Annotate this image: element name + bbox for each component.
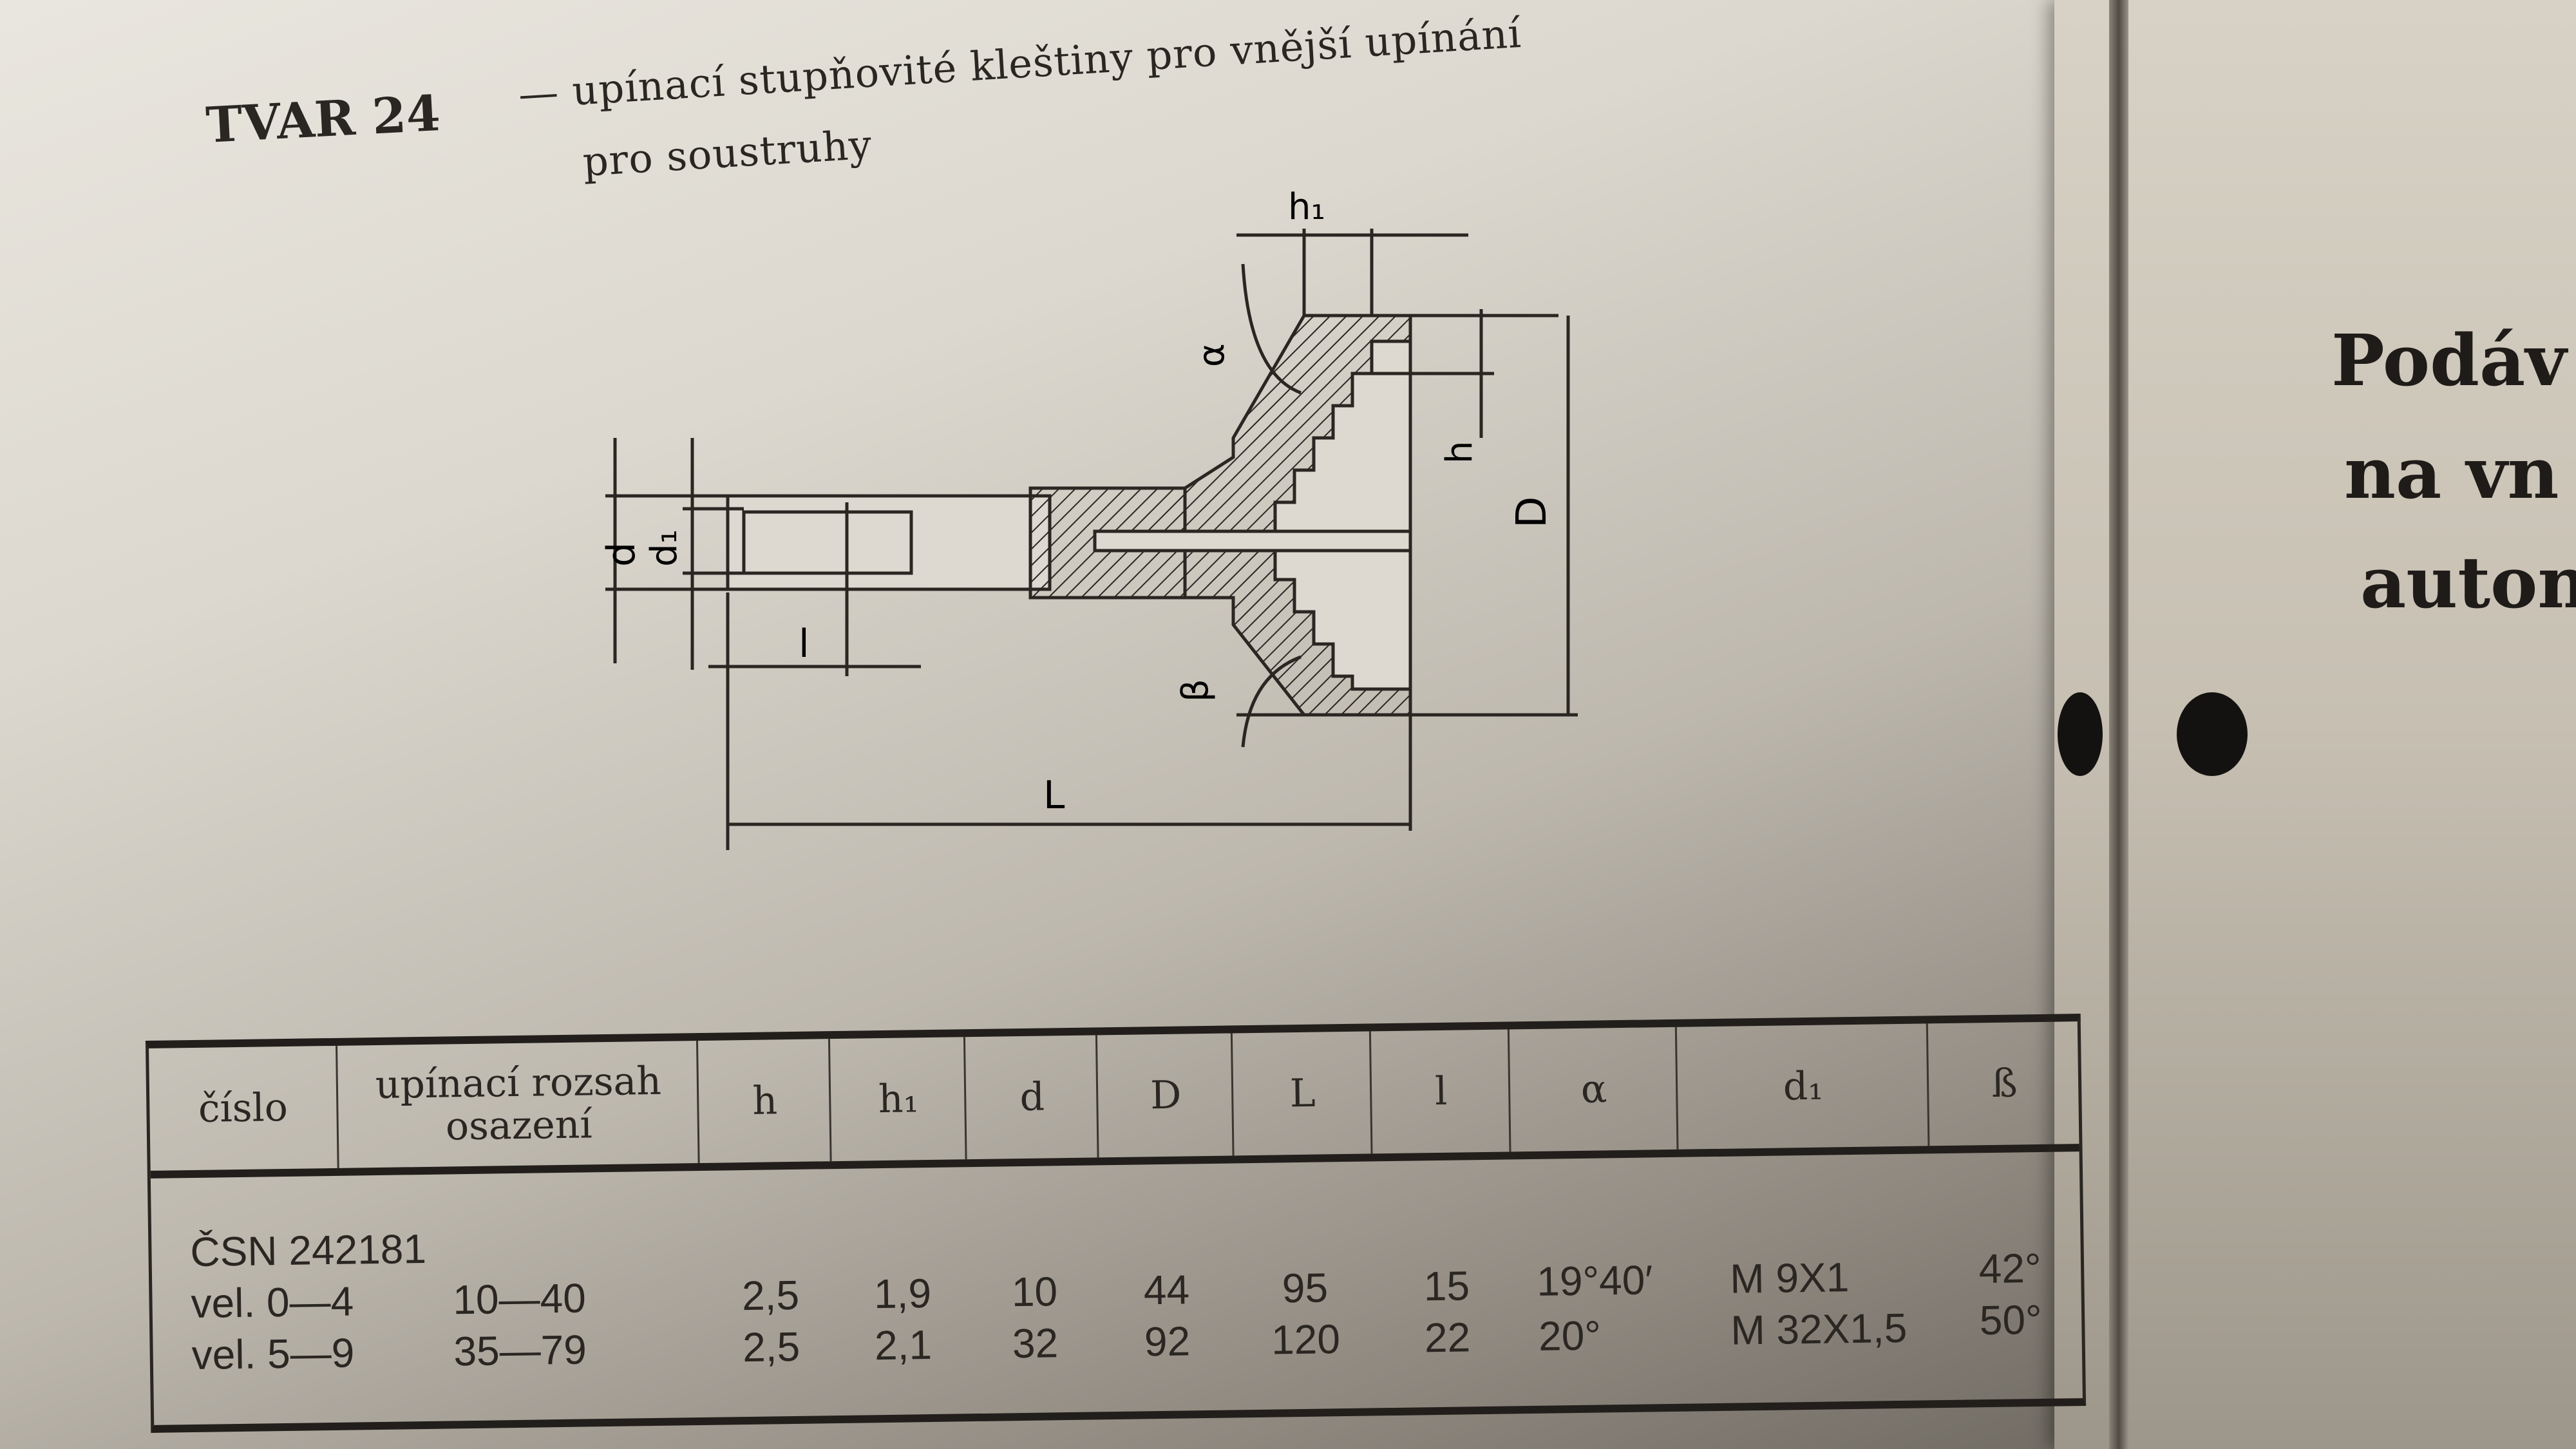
label-D: D: [1508, 497, 1556, 528]
slot: [1093, 529, 1412, 553]
cell-L: 95: [1282, 1264, 1329, 1312]
label-h1: h₁: [1288, 186, 1325, 228]
punch-hole: [2177, 692, 2248, 776]
label-h: h: [1439, 441, 1481, 464]
cell-range: 10—40: [452, 1274, 587, 1323]
cell-L: 120: [1271, 1316, 1341, 1363]
cell-d: 32: [1012, 1320, 1059, 1367]
cell-alpha: 20°: [1538, 1312, 1602, 1359]
cell-l: 22: [1424, 1314, 1471, 1361]
cell-D: 44: [1143, 1266, 1190, 1314]
label-l: l: [799, 621, 810, 667]
cell-alpha: 19°40′: [1536, 1256, 1653, 1305]
cell-d: 10: [1011, 1268, 1058, 1316]
cell-d1: M 9X1: [1729, 1254, 1850, 1302]
header-d: d: [963, 1035, 1099, 1160]
cell-D: 92: [1144, 1318, 1191, 1365]
header-D: D: [1095, 1033, 1235, 1158]
stepped-bore: [1273, 339, 1412, 691]
cell-beta: 50°: [1979, 1296, 2043, 1344]
cell-d1: M 32X1,5: [1730, 1304, 1908, 1354]
label-beta: β: [1175, 679, 1217, 702]
cell-beta: 42°: [1978, 1244, 2042, 1293]
header-cislo: číslo: [198, 1084, 289, 1132]
header-range: upínací rozsah osazení: [336, 1041, 700, 1168]
header-h: h: [696, 1039, 832, 1164]
header-alpha: α: [1507, 1027, 1679, 1152]
header-h1: h₁: [828, 1037, 967, 1162]
label-d1: d₁: [643, 529, 685, 567]
label-L: L: [1043, 773, 1065, 818]
header-beta: ß: [1926, 1021, 2081, 1146]
right-page-line: Podáv: [2331, 319, 2567, 402]
punch-hole: [2058, 692, 2103, 776]
cell-l: 15: [1423, 1262, 1470, 1310]
section-title: TVAR 24: [204, 84, 442, 154]
cell-range: 35—79: [453, 1326, 587, 1375]
header-L: L: [1230, 1031, 1373, 1156]
dimensions-table: číslo upínací rozsah osazení h h₁ d D L …: [145, 1014, 2087, 1433]
cell-h1: 2,1: [874, 1321, 933, 1369]
right-page-line: na vn: [2344, 431, 2559, 515]
cell-h: 2,5: [741, 1271, 800, 1320]
collet-drawing: d d₁ l L D h h₁ α β: [599, 186, 1578, 850]
cell-h1: 1,9: [873, 1270, 932, 1318]
standard-label: ČSN 242181: [189, 1225, 427, 1276]
right-page: [2054, 0, 2576, 1449]
cell-h: 2,5: [742, 1323, 800, 1371]
left-page: [0, 0, 2125, 1449]
shank: [726, 494, 1052, 591]
table-header: číslo upínací rozsah osazení h h₁ d D L …: [149, 1021, 2081, 1179]
page-gutter: [2109, 0, 2128, 1449]
threaded-bore: [742, 510, 913, 575]
cell-cislo: vel. 0—4: [191, 1278, 354, 1327]
right-page-line: auton: [2360, 541, 2576, 624]
label-d: d: [599, 542, 644, 567]
header-l: l: [1368, 1029, 1511, 1154]
label-alpha: α: [1191, 343, 1233, 367]
header-d1: d₁: [1674, 1023, 1930, 1150]
cell-cislo: vel. 5—9: [191, 1329, 355, 1379]
